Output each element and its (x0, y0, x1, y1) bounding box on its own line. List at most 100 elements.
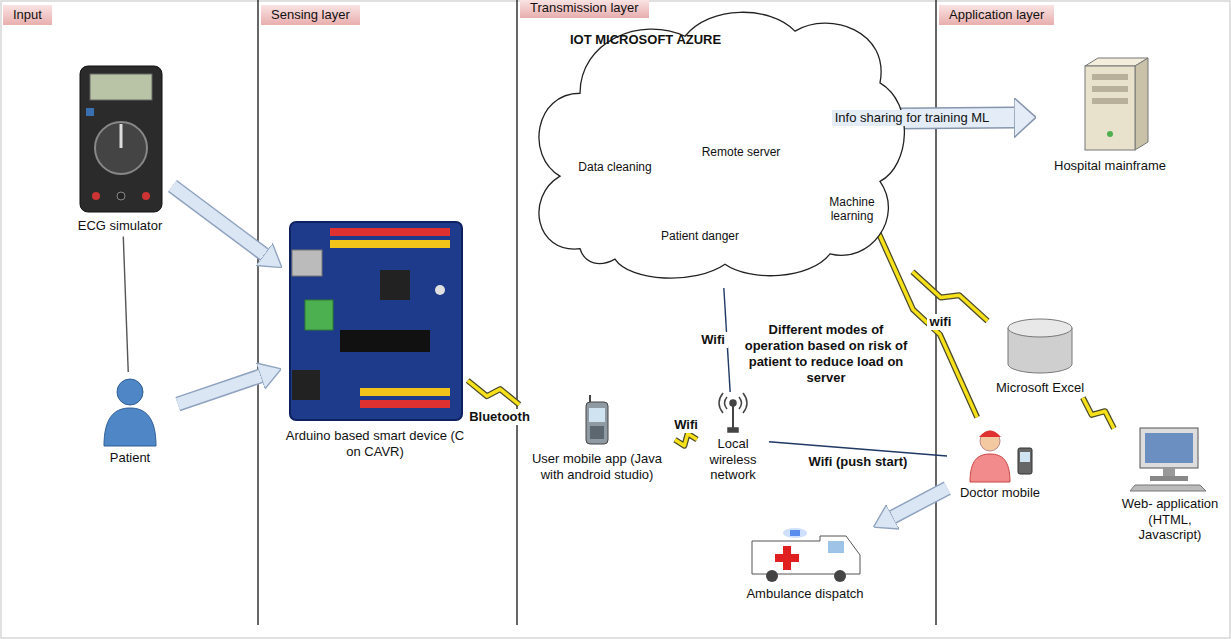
caption-text: User mobile app (Java with android studi… (522, 451, 672, 482)
computer-icon (1140, 428, 1198, 468)
layer-divider (257, 0, 258, 625)
cloud-service: Data cleaning (570, 95, 660, 174)
caption-text: Remote server (698, 145, 784, 159)
wireless-link (1083, 398, 1114, 429)
connector-path (675, 434, 697, 446)
link-label: Wifi (push start) (806, 454, 911, 470)
wireless-link (675, 434, 697, 446)
doctor-icon (980, 431, 1000, 451)
patient-icon (104, 408, 156, 446)
arduino-board (305, 300, 333, 330)
doctor-icon (970, 431, 1032, 483)
mobile-app: User mobile app (Java with android studi… (522, 400, 672, 482)
arduino-board (380, 270, 410, 300)
caption-text: Patient danger (655, 229, 745, 243)
arduino-board (360, 400, 450, 408)
header-text: Input (13, 7, 42, 23)
connector-path (172, 186, 265, 255)
connector-path (892, 488, 947, 517)
header-text: Application layer (949, 7, 1044, 23)
cloud-outline (539, 12, 904, 278)
antenna-icon (743, 393, 747, 413)
caption-text: Arduino based smart device (C on CAVR) (285, 428, 465, 459)
multimeter-icon (80, 66, 162, 212)
connector-outline (178, 376, 261, 404)
ambulance-icon (752, 536, 860, 574)
caption-text: Doctor mobile (950, 485, 1050, 501)
caption-text: Web- application (HTML, Javascript) (1116, 496, 1224, 543)
wireless-network: Local wireless network (700, 395, 766, 483)
connector-outline (876, 226, 977, 417)
ambulance-icon (775, 554, 799, 562)
mainframe: Hospital mainframe (1040, 60, 1180, 174)
mobile-phone-icon (586, 402, 608, 444)
antenna-icon (719, 393, 747, 432)
link-label: wifi (927, 314, 955, 330)
hospital-mainframe-icon (1107, 131, 1113, 137)
patient: Patient (85, 375, 175, 466)
connector-path (876, 226, 977, 417)
hospital-mainframe-icon (1085, 58, 1148, 150)
doctor-icon (1018, 448, 1032, 474)
wireless-link (468, 381, 520, 405)
caption-text: Machine learning (812, 195, 892, 224)
link-label: Info sharing for training ML (832, 110, 993, 126)
hospital-mainframe-icon (1092, 74, 1128, 80)
hospital-mainframe-icon (1135, 58, 1148, 150)
caption-text: ECG simulator (70, 218, 170, 234)
multimeter-icon (86, 108, 94, 116)
antenna-icon (730, 400, 736, 406)
ambulance-icon (828, 541, 844, 553)
antenna-icon (725, 397, 728, 409)
hospital-mainframe-icon (1092, 98, 1128, 104)
flow-arrow (172, 186, 265, 255)
layer-header: Input (3, 5, 52, 25)
database-cylinder (1008, 319, 1072, 337)
link-label: Wifi (698, 332, 728, 348)
doctor-icon (1020, 452, 1030, 462)
layer-header: Transmission layer (520, 0, 649, 18)
multimeter-icon (90, 74, 152, 100)
arduino-board (290, 222, 462, 420)
cloud-service: Remote server (698, 80, 784, 159)
arduino-board (360, 388, 450, 396)
computer-icon (1163, 468, 1175, 476)
link-label: Bluetooth (466, 409, 533, 425)
database: Microsoft Excel (990, 315, 1090, 396)
header-text: Transmission layer (530, 0, 639, 16)
flow-arrow (892, 488, 947, 517)
connector-outline (468, 381, 520, 405)
connector-outline (675, 434, 697, 446)
caption-text: Microsoft Excel (990, 380, 1090, 396)
multimeter-icon (142, 192, 150, 200)
patient-icon (104, 379, 156, 446)
mobile-phone-icon (590, 426, 604, 439)
ambulance-icon (834, 570, 846, 582)
multimeter-icon (117, 192, 125, 200)
caption-text: Local wireless network (700, 436, 766, 483)
arduino-board (340, 330, 430, 352)
connector-path (123, 237, 128, 372)
layer-divider (935, 0, 936, 625)
antenna-icon (728, 428, 738, 432)
computer-icon (1130, 428, 1206, 491)
connector-outline (1083, 398, 1114, 429)
wireless-link (876, 226, 977, 417)
computer-icon (1130, 485, 1206, 491)
caption-text: Ambulance dispatch (740, 586, 870, 602)
link-label: Wifi (671, 417, 701, 433)
doctor-icon (979, 431, 1001, 438)
cloud-service: Patient danger (655, 180, 745, 243)
flow-arrow (178, 376, 261, 404)
arduino-board (292, 250, 322, 276)
antenna-icon (732, 405, 734, 430)
layer-divider (516, 0, 517, 625)
multimeter-icon (92, 192, 100, 200)
mobile-phone-icon (589, 395, 591, 402)
web-client: Web- application (HTML, Javascript) (1116, 425, 1224, 543)
header-text: Sensing layer (271, 7, 350, 23)
caption-text: Hospital mainframe (1040, 158, 1180, 174)
antenna-icon (739, 397, 742, 409)
arduino-board (435, 285, 445, 295)
